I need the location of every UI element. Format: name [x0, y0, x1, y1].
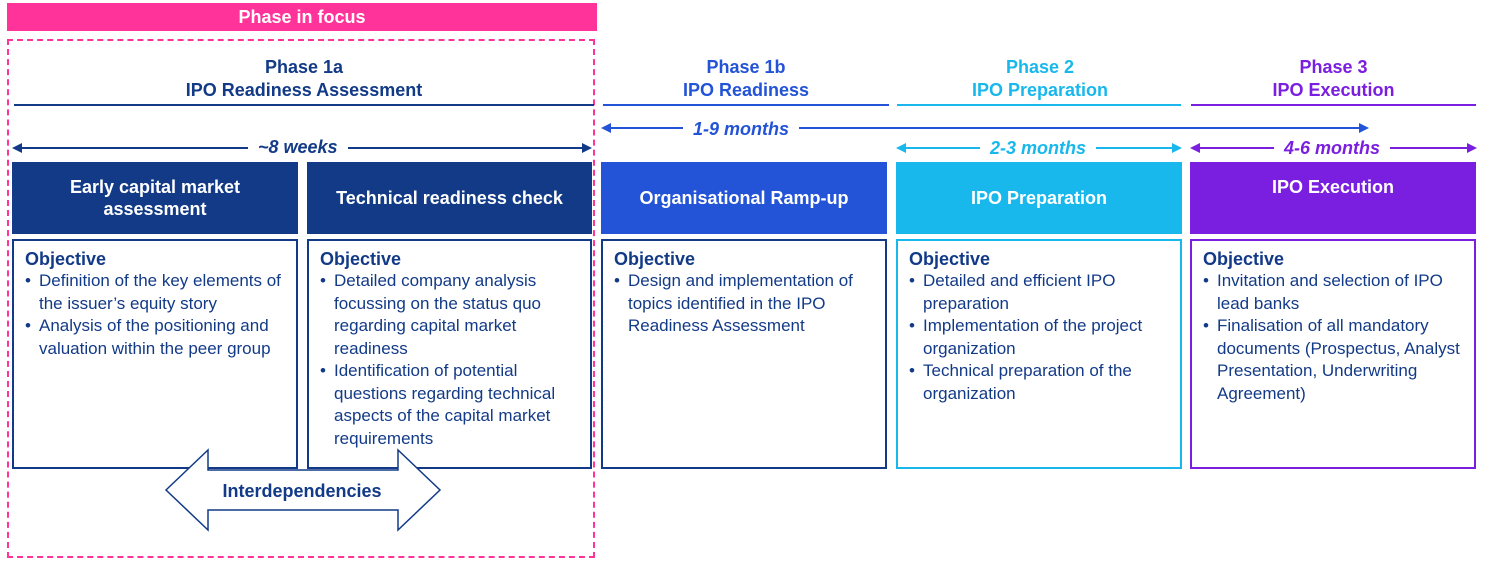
phase-3-title: Phase 3	[1299, 57, 1368, 77]
objective-list: Invitation and selection of IPO lead ban…	[1203, 270, 1464, 405]
objective-list: Detailed company analysis focussing on t…	[320, 270, 580, 450]
phase-1b-subtitle: IPO Readiness	[682, 80, 810, 100]
objective-card-5: Objective Invitation and selection of IP…	[1190, 239, 1476, 469]
objective-item: Analysis of the positioning and valuatio…	[25, 315, 286, 360]
phase-1b-title: Phase 1b	[706, 57, 786, 77]
objective-item: Implementation of the project organizati…	[909, 315, 1170, 360]
objective-item: Invitation and selection of IPO lead ban…	[1203, 270, 1464, 315]
objective-card-1: Objective Definition of the key elements…	[12, 239, 298, 469]
objective-item: Detailed company analysis focussing on t…	[320, 270, 580, 360]
phase-3-header: Phase 3 IPO Execution	[1191, 56, 1476, 102]
objective-heading: Objective	[320, 249, 402, 269]
step-label: IPO Preparation	[970, 188, 1108, 208]
phase-1a-subtitle: IPO Readiness Assessment	[185, 80, 423, 100]
duration-label-4-6-months: 4-6 months	[1274, 138, 1391, 158]
phase-2-title: Phase 2	[1005, 57, 1075, 77]
objective-heading: Objective	[25, 249, 107, 269]
interdependencies-label: Interdependencies	[222, 481, 382, 501]
objective-card-4: Objective Detailed and efficient IPO pre…	[896, 239, 1182, 469]
step-label: IPO Execution	[1271, 177, 1395, 197]
objective-heading: Objective	[909, 249, 991, 269]
step-label: Technical readiness check	[336, 188, 563, 208]
phase-in-focus-banner: Phase in focus	[7, 3, 597, 31]
objective-list: Definition of the key elements of the is…	[25, 270, 286, 360]
objective-item: Detailed and efficient IPO preparation	[909, 270, 1170, 315]
duration-label-8-weeks: ~8 weeks	[248, 137, 348, 157]
step-ipo-execution: IPO Execution	[1190, 162, 1476, 234]
step-early-capital-market-assessment: Early capital market assessment	[12, 162, 298, 234]
duration-label-2-3-months: 2-3 months	[980, 138, 1097, 158]
step-label: Early capital market assessment	[69, 177, 241, 219]
step-label: Organisational Ramp-up	[639, 188, 849, 208]
phase-1a-title: Phase 1a	[264, 57, 344, 77]
objective-item: Identification of potential questions re…	[320, 360, 580, 450]
phase-1b-underline	[603, 104, 889, 106]
objective-card-2: Objective Detailed company analysis focu…	[307, 239, 592, 469]
objective-list: Detailed and efficient IPO preparation I…	[909, 270, 1170, 405]
objective-item: Design and implementation of topics iden…	[614, 270, 875, 338]
step-organisational-ramp-up: Organisational Ramp-up	[601, 162, 887, 234]
objective-item: Technical preparation of the organizatio…	[909, 360, 1170, 405]
objective-item: Definition of the key elements of the is…	[25, 270, 286, 315]
step-technical-readiness-check: Technical readiness check	[307, 162, 592, 234]
phase-1b-header: Phase 1b IPO Readiness	[603, 56, 889, 102]
objective-item: Finalisation of all mandatory documents …	[1203, 315, 1464, 405]
phase-2-underline	[897, 104, 1181, 106]
phase-2-subtitle: IPO Preparation	[971, 80, 1109, 100]
phase-2-header: Phase 2 IPO Preparation	[897, 56, 1183, 102]
phase-3-underline	[1191, 104, 1476, 106]
phase-3-subtitle: IPO Execution	[1272, 80, 1395, 100]
duration-label-1-9-months: 1-9 months	[683, 119, 800, 139]
phase-1a-header: Phase 1a IPO Readiness Assessment	[14, 56, 594, 102]
phase-1a-underline	[14, 104, 594, 106]
objective-heading: Objective	[614, 249, 696, 269]
objective-card-3: Objective Design and implementation of t…	[601, 239, 887, 469]
objective-list: Design and implementation of topics iden…	[614, 270, 875, 338]
objective-heading: Objective	[1203, 249, 1285, 269]
step-ipo-preparation: IPO Preparation	[896, 162, 1182, 234]
interdependencies-arrow	[164, 448, 442, 532]
phase-in-focus-frame	[7, 39, 595, 558]
